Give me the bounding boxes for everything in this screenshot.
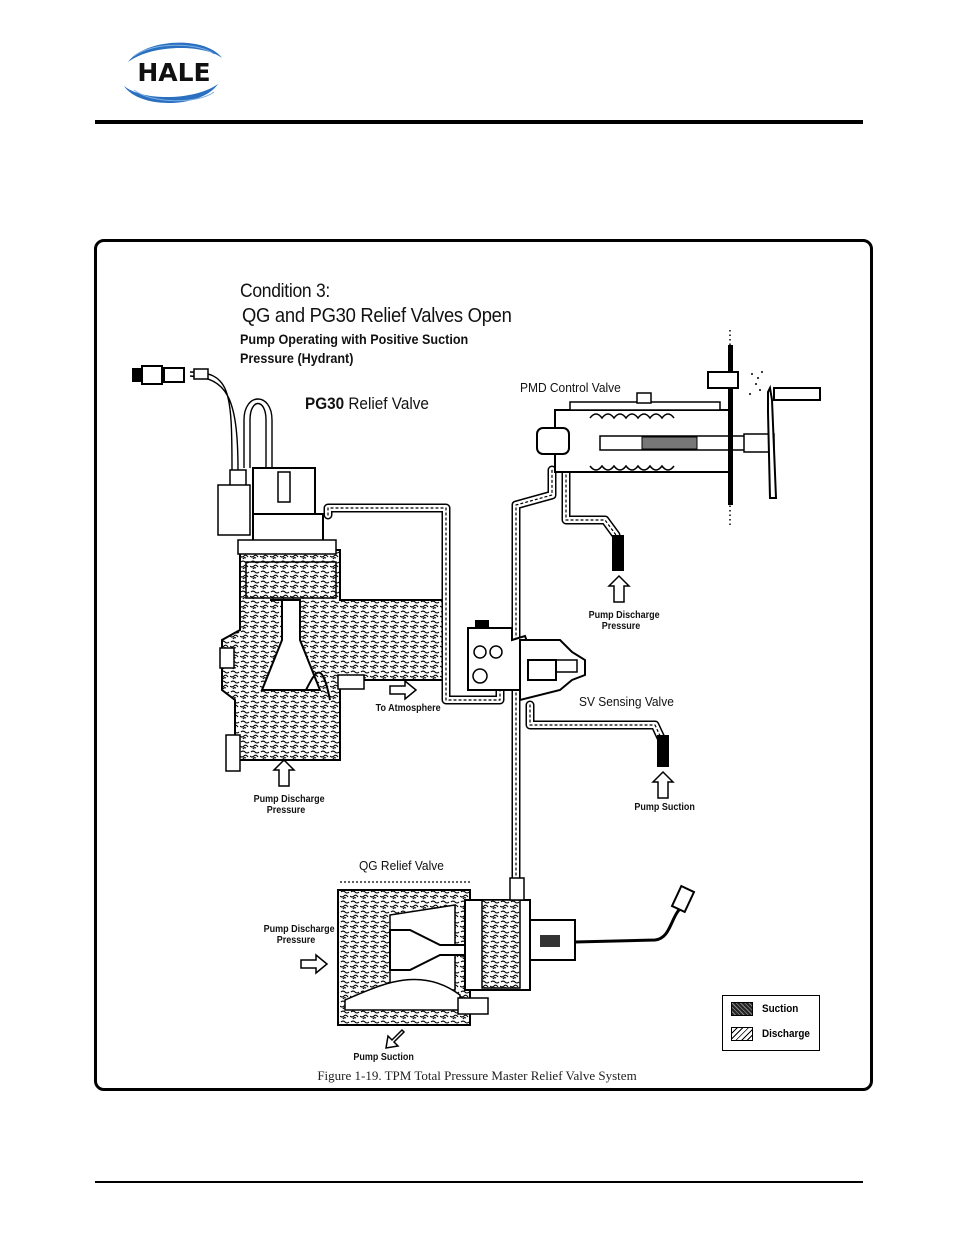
logo-text: HALE <box>137 58 210 87</box>
qg-pump-discharge-label: Pump Discharge Pressure <box>263 924 335 946</box>
label-line: Pressure <box>276 935 316 946</box>
sensor-connector-icon <box>670 884 696 914</box>
label-line: Pump Discharge <box>588 610 660 621</box>
arrow-up-icon <box>607 574 631 603</box>
qg-relief-valve <box>337 877 696 1026</box>
pmd-pump-discharge-label: Pump Discharge Pressure <box>588 610 660 632</box>
suction-swatch-icon <box>731 1002 753 1016</box>
arrow-down-left-icon <box>385 1028 406 1049</box>
legend-label: Suction <box>762 1003 799 1015</box>
sv-pump-suction-label: Pump Suction <box>634 802 695 813</box>
footer-rule <box>95 1181 863 1183</box>
sv-sensing-fitting <box>657 735 669 767</box>
legend: Suction Discharge <box>722 995 820 1051</box>
arrow-right-icon <box>300 953 329 975</box>
pg30-pump-discharge-label: Pump Discharge Pressure <box>253 794 325 816</box>
sv-sensing-valve-label: SV Sensing Valve <box>579 694 674 709</box>
condition-subtitle: QG and PG30 Relief Valves Open <box>242 305 512 327</box>
pmd-sensing-fitting <box>612 535 624 571</box>
hale-logo-graphic: HALE <box>124 42 222 104</box>
pg30-relief-valve <box>132 365 446 772</box>
hale-logo: HALE <box>118 36 230 108</box>
arrow-up-icon <box>272 758 296 787</box>
arrow-right-icon <box>389 679 418 701</box>
legend-label: Discharge <box>762 1028 810 1040</box>
pg30-relief-valve-label: PG30 Relief Valve <box>305 394 429 414</box>
handwheel-icon <box>767 384 778 499</box>
figure-caption: Figure 1-19. TPM Total Pressure Master R… <box>317 1068 637 1083</box>
discharge-swatch-icon <box>731 1027 753 1041</box>
label-line: Pressure <box>266 805 306 816</box>
header-rule <box>95 120 863 124</box>
flow-arrows <box>272 574 675 1049</box>
pg30-label-rest: Relief Valve <box>344 394 429 413</box>
condition-title: Condition 3: <box>240 281 330 302</box>
electrical-connector-icon <box>132 365 209 385</box>
qg-pump-suction-label: Pump Suction <box>353 1052 414 1063</box>
label-line: Pump Discharge <box>253 794 325 805</box>
label-line: Pressure <box>601 621 641 632</box>
sv-sensing-valve <box>467 620 586 702</box>
legend-item-suction: Suction <box>731 1002 802 1016</box>
qg-relief-valve-label: QG Relief Valve <box>359 858 444 873</box>
to-atmosphere-label: To Atmosphere <box>375 703 441 714</box>
legend-item-discharge: Discharge <box>731 1027 815 1041</box>
condition-description-line1: Pump Operating with Positive Suction <box>240 331 469 347</box>
pg30-label-bold: PG30 <box>305 394 345 413</box>
sensing-tubing <box>323 465 667 885</box>
condition-description-line2: Pressure (Hydrant) <box>240 350 354 366</box>
pmd-control-valve-label: PMD Control Valve <box>520 380 621 395</box>
arrow-up-icon <box>651 770 675 799</box>
pmd-control-valve <box>536 330 821 525</box>
label-line: Pump Discharge <box>263 924 335 935</box>
